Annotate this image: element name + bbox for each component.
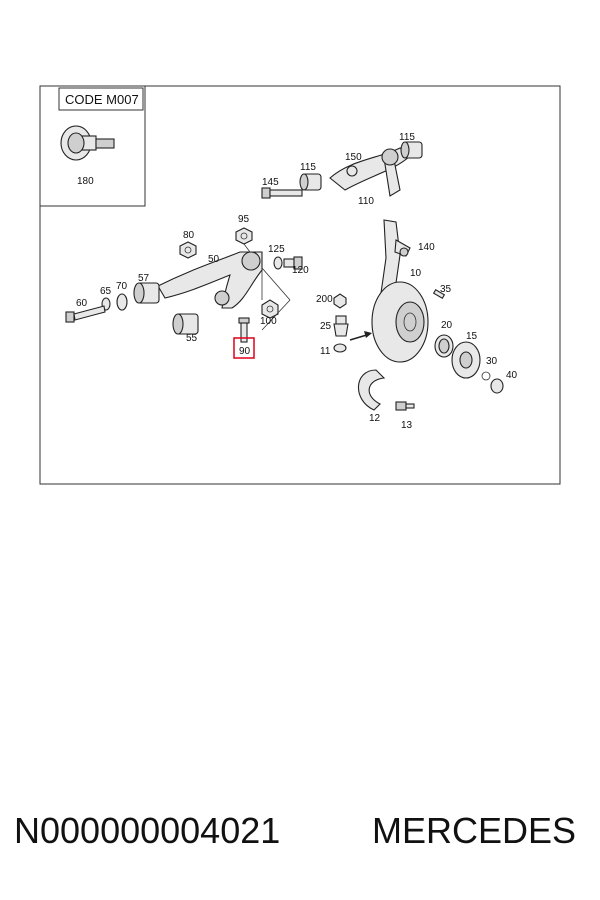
part-125-washer (273, 256, 283, 270)
label-50: 50 (208, 254, 220, 265)
label-125: 125 (268, 244, 285, 255)
part-40-cap (490, 378, 504, 394)
part-10-brake-disc (371, 281, 429, 363)
label-20: 20 (441, 320, 453, 331)
label-110: 110 (358, 196, 374, 207)
label-35: 35 (440, 284, 452, 295)
part-11-washer (333, 343, 347, 353)
label-115-b: 115 (300, 162, 316, 173)
part-95-nut (235, 227, 253, 245)
part-200-nut (333, 293, 347, 309)
part-90-bolt (238, 317, 250, 343)
label-115-a: 115 (399, 132, 415, 143)
part-20-bearing (434, 334, 454, 358)
part-120-bolt (283, 256, 303, 270)
label-95: 95 (238, 214, 250, 225)
arrow-head (364, 331, 372, 338)
label-145: 145 (262, 177, 279, 188)
label-180: 180 (77, 176, 94, 187)
label-15: 15 (466, 331, 478, 342)
part-30-ring (481, 371, 491, 381)
label-30: 30 (486, 356, 498, 367)
part-145-bolt (261, 187, 303, 199)
label-11: 11 (320, 346, 331, 357)
label-25: 25 (320, 321, 332, 332)
part-35-pin (432, 289, 446, 299)
label-140: 140 (418, 242, 435, 253)
label-70: 70 (116, 281, 128, 292)
label-100: 100 (260, 316, 277, 327)
label-60: 60 (76, 298, 88, 309)
part-number: N000000004021 (14, 810, 281, 851)
part-110-upper-arm (329, 147, 411, 197)
part-13-bolt (395, 401, 415, 411)
label-120: 120 (292, 265, 309, 276)
part-115-bushing-a (400, 141, 423, 159)
part-25-ball-joint (333, 315, 349, 337)
label-13: 13 (401, 420, 413, 431)
part-150-nut (346, 165, 358, 177)
code-label: CODE M007 (65, 92, 139, 107)
part-50-lower-arm (157, 251, 263, 309)
part-70-washer (116, 293, 128, 311)
code-box (58, 87, 144, 111)
part-80-nut (179, 241, 197, 259)
footer: N000000004021 MERCEDES (0, 800, 600, 870)
part-60-bolt (65, 305, 106, 323)
part-55-bushing (172, 313, 199, 335)
label-57: 57 (138, 273, 150, 284)
part-180-cv-joint (60, 125, 115, 161)
brand-name: MERCEDES (372, 810, 577, 851)
label-90: 90 (239, 346, 251, 357)
leader-lines (243, 243, 291, 331)
label-12: 12 (369, 413, 381, 424)
label-200: 200 (316, 294, 333, 305)
label-10: 10 (410, 268, 422, 279)
part-12-dust-shield (357, 369, 386, 411)
label-55: 55 (186, 333, 198, 344)
part-57-bushing (133, 282, 160, 304)
part-115-bushing-b (299, 173, 322, 191)
label-150: 150 (345, 152, 362, 163)
label-40: 40 (506, 370, 518, 381)
highlight-box (233, 337, 255, 359)
label-65: 65 (100, 286, 112, 297)
label-80: 80 (183, 230, 195, 241)
parts-diagram: CODE M007 (39, 85, 561, 485)
part-100-nut (261, 299, 279, 319)
part-15-hub (451, 341, 481, 379)
